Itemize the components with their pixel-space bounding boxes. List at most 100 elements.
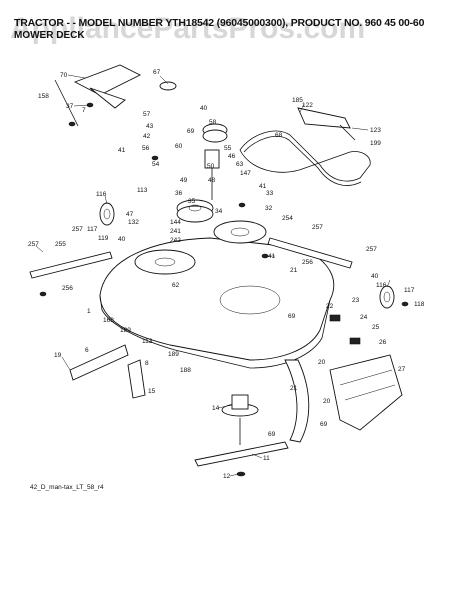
callout-69b: 69	[288, 313, 296, 320]
callout-40c: 40	[371, 273, 379, 280]
callout-69: 69	[187, 128, 195, 135]
mulch-deflector	[284, 359, 310, 443]
drive-belt	[239, 130, 371, 186]
callout-47: 47	[126, 211, 134, 218]
callout-15: 15	[148, 388, 156, 395]
callout-117b: 117	[404, 287, 415, 294]
callout-69c: 69	[268, 431, 276, 438]
callout-70: 70	[60, 72, 68, 79]
callout-26: 26	[379, 339, 387, 346]
callout-25: 25	[372, 324, 380, 331]
callout-255: 255	[55, 241, 66, 248]
callout-42: 42	[143, 133, 151, 140]
callout-48: 48	[208, 177, 216, 184]
callout-19: 19	[54, 352, 62, 359]
callout-1: 1	[87, 308, 91, 315]
callout-21b: 21	[290, 385, 298, 392]
callout-37: 37	[66, 103, 74, 110]
page-title: TRACTOR - - MODEL NUMBER YTH18542 (96045…	[14, 17, 425, 29]
callout-41b: 41	[259, 183, 267, 190]
deck-side-bracket	[69, 344, 146, 399]
callout-14: 14	[212, 405, 220, 412]
callout-113: 113	[137, 187, 148, 194]
callout-189b: 189	[168, 351, 179, 358]
callout-132: 132	[128, 219, 139, 226]
gauge-wheel-left	[99, 202, 115, 226]
callout-50: 50	[207, 163, 215, 170]
callout-257c: 257	[28, 241, 39, 248]
callout-41c: 41	[268, 253, 276, 260]
callout-189a: 189	[120, 327, 131, 334]
callout-256b: 256	[302, 259, 313, 266]
callout-11: 11	[263, 455, 270, 462]
gauge-wheel-right	[379, 285, 395, 309]
callout-58: 58	[209, 119, 217, 126]
callout-257b: 257	[312, 224, 323, 231]
callout-116b: 116	[376, 282, 387, 289]
callout-20: 20	[318, 359, 326, 366]
mower-deck-shell	[99, 220, 335, 369]
callout-257a: 257	[72, 226, 83, 233]
callout-8: 8	[145, 360, 149, 367]
callout-257d: 257	[366, 246, 377, 253]
callout-35: 35	[188, 198, 196, 205]
callout-40: 40	[200, 105, 208, 112]
callout-24: 24	[360, 314, 368, 321]
callout-12: 12	[223, 473, 231, 480]
callout-21: 21	[290, 267, 298, 274]
callout-63: 63	[236, 161, 244, 168]
stabilizer-bar-right	[267, 237, 353, 269]
hanger-bracket	[297, 107, 356, 141]
callout-185: 185	[292, 97, 303, 104]
callout-54: 54	[152, 161, 160, 168]
mower-blade	[194, 441, 289, 477]
callout-36: 36	[175, 190, 183, 197]
callout-40b: 40	[118, 236, 126, 243]
callout-41: 41	[118, 147, 126, 154]
diagram-code: 42_D_man-tax_LT_58_r4	[30, 484, 104, 491]
callout-labels: 70 67 158 37 7 57 40 185 122 43 42 58 69…	[28, 69, 425, 480]
callout-118: 118	[414, 301, 425, 308]
callout-256a: 256	[62, 285, 73, 292]
spindle-pulley-assembly	[176, 123, 228, 223]
callout-56: 56	[142, 145, 150, 152]
spindle-housing	[221, 394, 259, 445]
leader-lines	[35, 74, 391, 477]
callout-144: 144	[170, 219, 181, 226]
callout-68: 68	[275, 132, 283, 139]
callout-123: 123	[370, 127, 381, 134]
callout-20b: 20	[323, 398, 331, 405]
callout-27: 27	[398, 366, 406, 373]
callout-158: 158	[38, 93, 49, 100]
callout-168: 168	[103, 317, 114, 324]
deck-lift-bracket	[54, 64, 177, 127]
callout-49: 49	[180, 177, 188, 184]
callout-199: 199	[370, 140, 381, 147]
callout-33: 33	[266, 190, 274, 197]
callout-69d: 69	[320, 421, 328, 428]
discharge-chute	[329, 354, 403, 431]
callout-62: 62	[172, 282, 180, 289]
callout-116: 116	[96, 191, 107, 198]
callout-67: 67	[153, 69, 161, 76]
callout-254: 254	[282, 215, 293, 222]
callout-147: 147	[240, 170, 251, 177]
stabilizer-bar-left	[29, 251, 113, 279]
callout-6: 6	[85, 347, 89, 354]
callout-188: 188	[180, 367, 191, 374]
callout-242: 242	[170, 237, 181, 244]
watermark: AppliancePartsPros.com	[10, 12, 366, 45]
callout-122: 122	[302, 102, 313, 109]
callout-23: 23	[352, 297, 360, 304]
callout-113b: 113	[142, 338, 153, 345]
callout-60: 60	[175, 143, 183, 150]
callout-7: 7	[82, 107, 86, 114]
page-subtitle: MOWER DECK	[14, 30, 85, 41]
callout-57: 57	[143, 111, 151, 118]
callout-43: 43	[146, 123, 154, 130]
callout-22: 22	[326, 303, 334, 310]
callout-117: 117	[87, 226, 98, 233]
callout-32: 32	[265, 205, 273, 212]
callout-119: 119	[98, 235, 109, 242]
